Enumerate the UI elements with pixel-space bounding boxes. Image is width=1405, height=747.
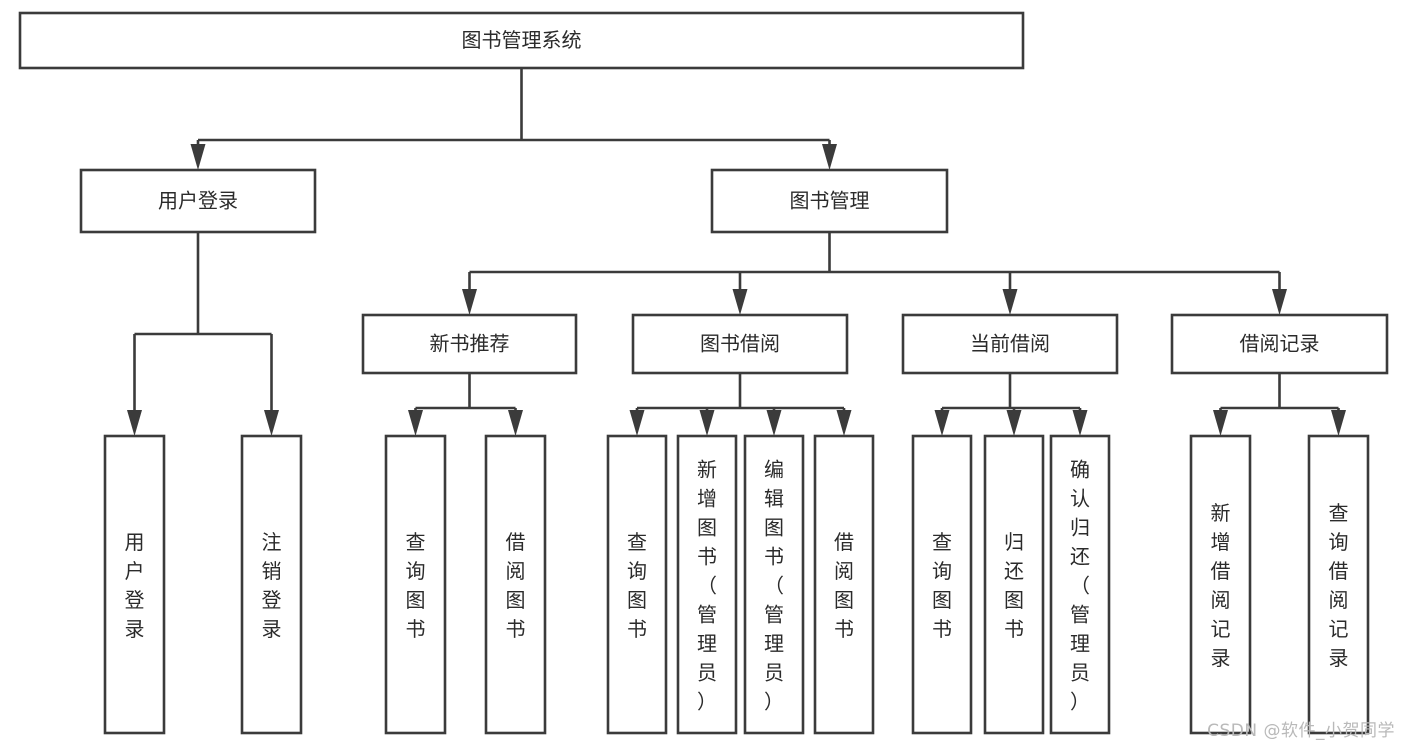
node-box — [911, 434, 973, 735]
node-label: 查询图书 — [932, 530, 952, 641]
node-box — [1307, 434, 1370, 735]
arrow-head-icon — [836, 410, 852, 436]
node-leaf-query-book-2[interactable]: 查询图书 — [606, 434, 668, 735]
node-label: 借阅图书 — [506, 530, 526, 641]
node-label: 图书管理系统 — [462, 28, 582, 52]
node-box — [901, 313, 1119, 375]
node-leaf-query-book-1[interactable]: 查询图书 — [384, 434, 447, 735]
node-new-book-rec[interactable]: 新书推荐 — [361, 313, 578, 375]
arrow-head-icon — [934, 410, 950, 436]
node-box — [676, 434, 738, 735]
node-leaf-borrow-book-2[interactable]: 借阅图书 — [813, 434, 875, 735]
arrow-head-icon — [127, 410, 142, 436]
node-box — [813, 434, 875, 735]
node-label: 新增图书（管理员） — [697, 458, 717, 714]
node-leaf-add-record[interactable]: 新增借阅记录 — [1189, 434, 1252, 735]
arrow-head-icon — [822, 144, 837, 170]
node-label: 查询图书 — [406, 530, 426, 641]
node-leaf-user-logout[interactable]: 注销登录 — [240, 434, 303, 735]
node-box — [1189, 434, 1252, 735]
node-leaf-query-book-3[interactable]: 查询图书 — [911, 434, 973, 735]
node-box — [103, 434, 166, 735]
node-label: 新增借阅记录 — [1211, 501, 1231, 670]
node-root[interactable]: 图书管理系统 — [18, 11, 1025, 70]
node-book-manage[interactable]: 图书管理 — [710, 168, 949, 234]
node-layer: 图书管理系统用户登录图书管理新书推荐图书借阅当前借阅借阅记录用户登录注销登录查询… — [18, 11, 1389, 735]
arrow-head-icon — [1331, 410, 1346, 436]
node-label: 编辑图书（管理员） — [764, 458, 784, 714]
arrow-head-icon — [264, 410, 279, 436]
node-leaf-edit-book[interactable]: 编辑图书（管理员） — [743, 434, 805, 735]
arrow-head-icon — [462, 289, 477, 315]
node-box — [606, 434, 668, 735]
node-leaf-return-book[interactable]: 归还图书 — [983, 434, 1045, 735]
node-leaf-borrow-book-1[interactable]: 借阅图书 — [484, 434, 547, 735]
node-box — [1049, 434, 1111, 735]
node-label: 新书推荐 — [430, 332, 510, 356]
arrow-head-icon — [1072, 410, 1088, 436]
node-box — [743, 434, 805, 735]
node-label: 借阅记录 — [1240, 332, 1320, 356]
node-box — [484, 434, 547, 735]
node-label: 注销登录 — [262, 530, 282, 641]
node-label: 用户登录 — [125, 530, 145, 641]
arrow-head-icon — [629, 410, 645, 436]
node-box — [361, 313, 578, 375]
node-leaf-query-record[interactable]: 查询借阅记录 — [1307, 434, 1370, 735]
node-book-borrow[interactable]: 图书借阅 — [631, 313, 849, 375]
arrow-head-icon — [1272, 289, 1287, 315]
node-user-login[interactable]: 用户登录 — [79, 168, 317, 234]
node-label: 查询借阅记录 — [1329, 501, 1349, 670]
arrow-head-icon — [408, 410, 423, 436]
node-label: 借阅图书 — [834, 530, 854, 641]
arrow-head-icon — [766, 410, 782, 436]
node-current-borrow[interactable]: 当前借阅 — [901, 313, 1119, 375]
node-leaf-add-book[interactable]: 新增图书（管理员） — [676, 434, 738, 735]
arrow-head-icon — [1002, 289, 1018, 315]
node-box — [983, 434, 1045, 735]
node-label: 确认归还（管理员） — [1070, 458, 1090, 714]
arrow-head-icon — [190, 144, 206, 170]
node-label: 查询图书 — [627, 530, 647, 641]
node-label: 图书管理 — [790, 189, 870, 213]
arrow-head-icon — [508, 410, 523, 436]
node-leaf-user-login[interactable]: 用户登录 — [103, 434, 166, 735]
node-label: 归还图书 — [1004, 530, 1024, 641]
node-box — [240, 434, 303, 735]
node-box — [631, 313, 849, 375]
node-label: 图书借阅 — [700, 332, 780, 356]
node-box — [710, 168, 949, 234]
arrow-head-icon — [1006, 410, 1022, 436]
arrow-head-icon — [699, 410, 715, 436]
node-label: 用户登录 — [158, 189, 238, 213]
connector-layer — [127, 68, 1346, 436]
node-label: 当前借阅 — [970, 332, 1050, 356]
node-box — [79, 168, 317, 234]
node-borrow-record[interactable]: 借阅记录 — [1170, 313, 1389, 375]
node-box — [18, 11, 1025, 70]
node-box — [1170, 313, 1389, 375]
node-box — [384, 434, 447, 735]
arrow-head-icon — [732, 289, 748, 315]
arrow-head-icon — [1213, 410, 1228, 436]
node-leaf-confirm-return[interactable]: 确认归还（管理员） — [1049, 434, 1111, 735]
